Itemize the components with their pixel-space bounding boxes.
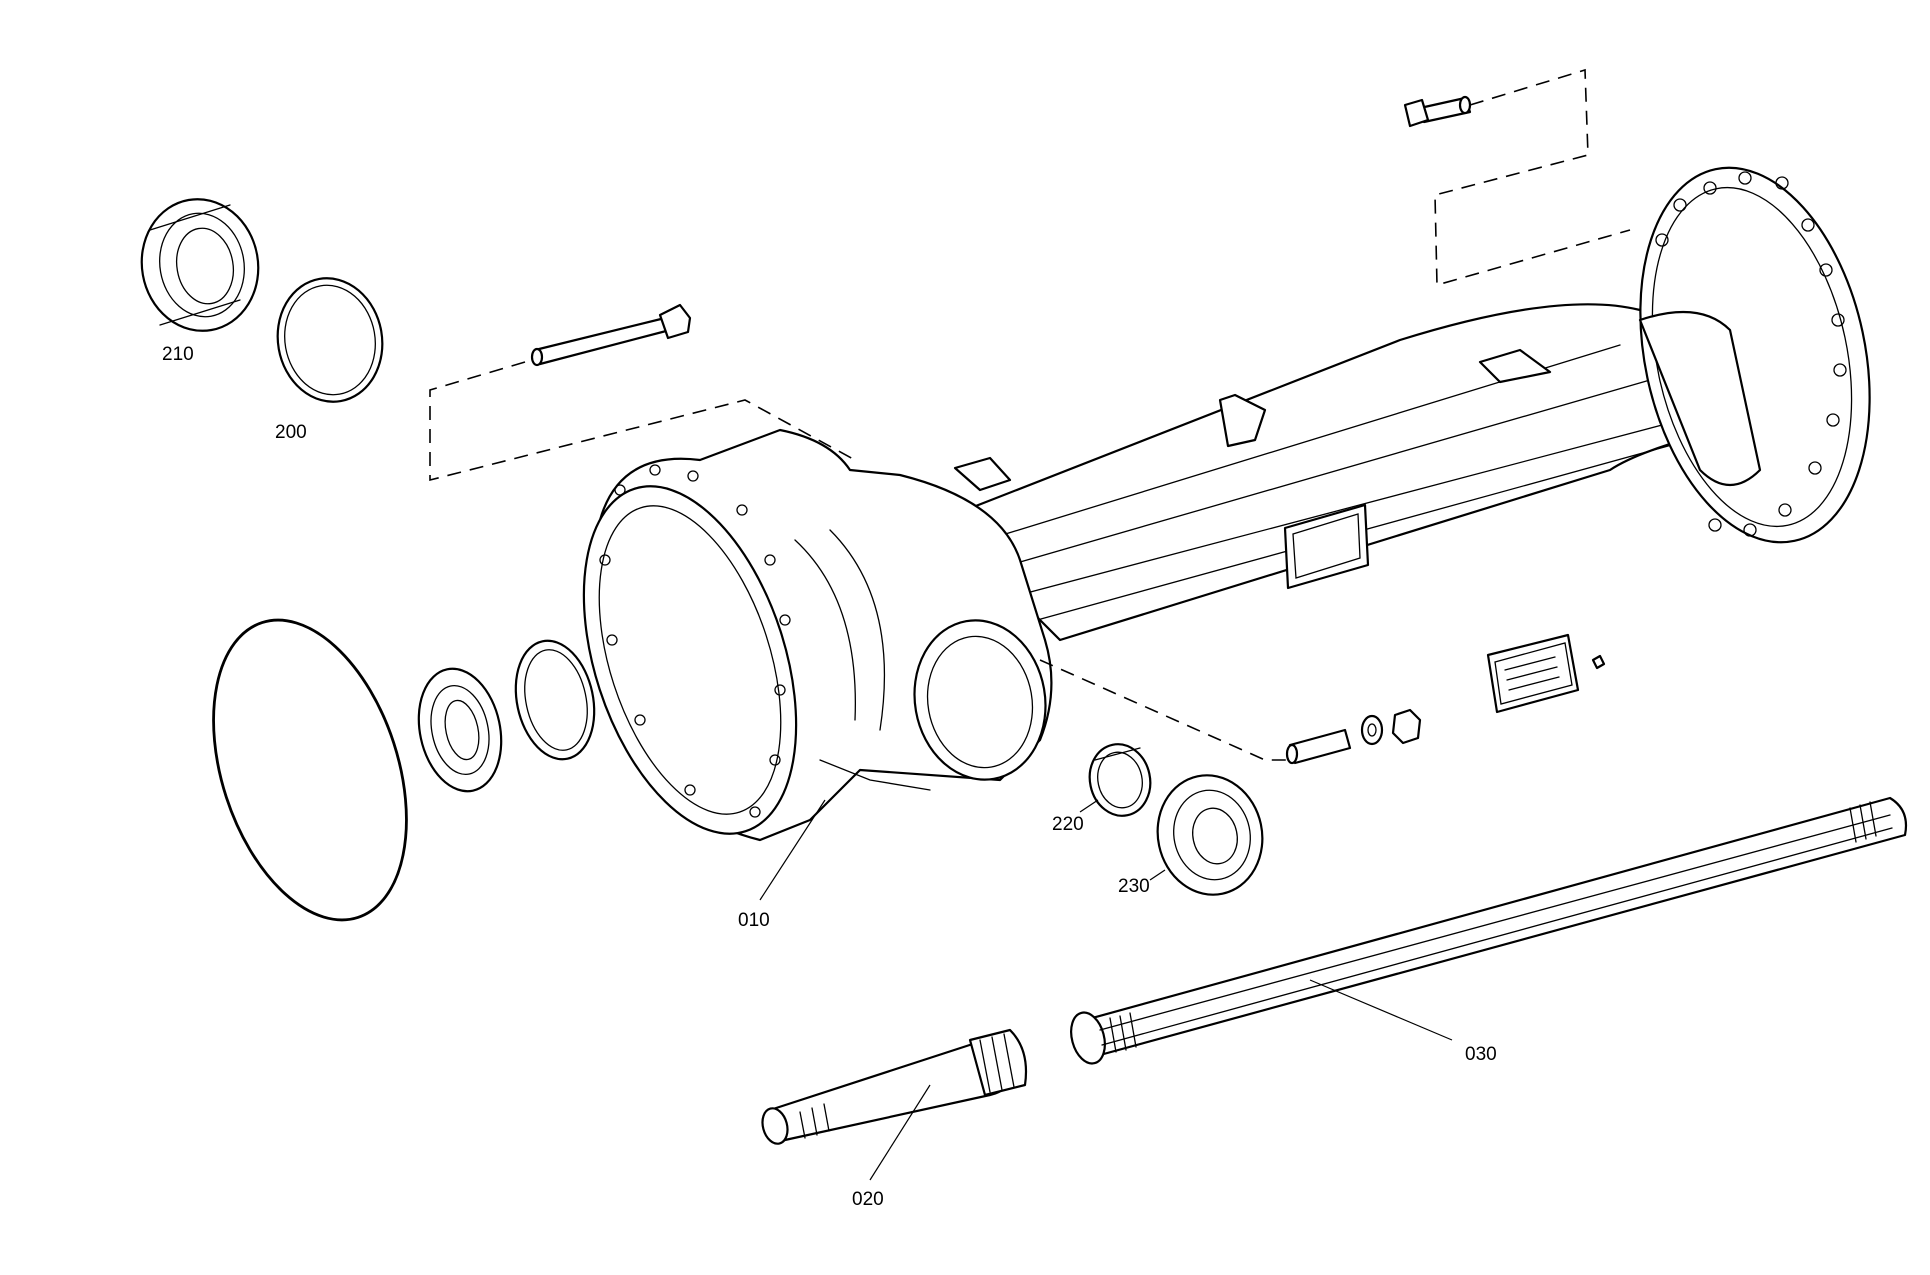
nut [1391,708,1422,745]
wheel-end-flange [1638,166,1871,544]
leader-030 [1309,979,1453,1041]
callout-200: 200 [275,422,307,443]
breather-fitting [1403,95,1472,128]
leader-lines [759,799,1453,1181]
differential-housing [582,428,1053,842]
name-plate [1486,633,1606,714]
long-bolt [530,303,692,367]
ring-200 [276,277,384,403]
bearing-230 [1156,774,1264,896]
callout-labels: 010 020 030 200 210 220 230 [162,344,1497,1210]
leader-230 [1149,869,1166,881]
leader-010 [759,799,826,901]
callout-230: 230 [1118,876,1150,897]
callout-210: 210 [162,344,194,365]
callout-030: 030 [1465,1044,1497,1065]
stud-washer-nut [1285,708,1422,765]
bearing-housing-left [417,667,503,793]
callout-010: 010 [738,910,770,931]
leader-220 [1079,799,1099,813]
callout-020: 020 [852,1189,884,1210]
assembly-lines [429,68,1631,761]
callout-220: 220 [1052,814,1084,835]
o-ring-large [212,618,408,922]
shim-ring [514,639,596,761]
axle-shaft-020 [761,1028,1028,1145]
ring-220 [1088,743,1152,817]
washer [1360,714,1384,746]
bearing-210 [140,198,260,332]
axle-tube [938,303,1722,642]
leader-020 [869,1084,931,1181]
axle-shaft-030 [1070,796,1908,1065]
